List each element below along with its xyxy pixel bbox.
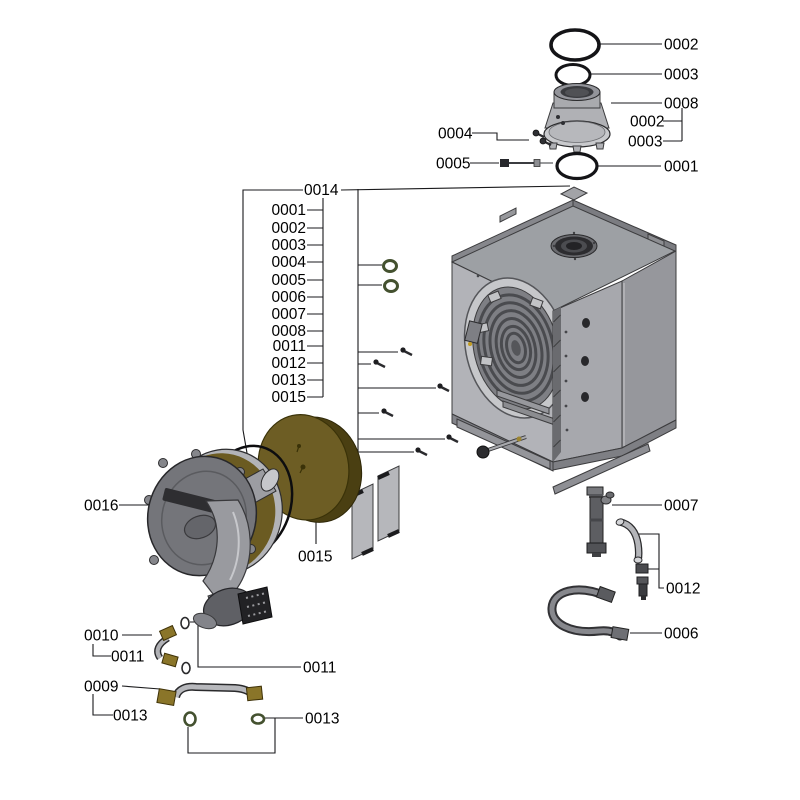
label-0011-right: 0011 xyxy=(303,660,336,677)
oring-0013 xyxy=(250,713,266,725)
label-0006: 0006 xyxy=(664,626,698,643)
parts-list-item: 0013 xyxy=(272,372,306,389)
burner-rail xyxy=(496,389,550,415)
screw xyxy=(446,434,459,444)
elbow-pipe-0010 xyxy=(154,624,179,668)
leader-0009 xyxy=(121,685,161,690)
leader-0011-right xyxy=(190,621,301,668)
fan-assembly xyxy=(144,448,283,630)
small-fastener-parts xyxy=(373,259,459,457)
leader-0004 xyxy=(472,132,529,141)
leader-0008-included xyxy=(663,108,683,142)
label-0002-included: 0002 xyxy=(630,114,664,131)
oring-0011 xyxy=(180,616,190,630)
brass-nut xyxy=(158,624,178,642)
label-0011-left: 0011 xyxy=(111,649,144,666)
oring-small-green xyxy=(383,279,399,293)
screw xyxy=(381,408,394,418)
casing-outer-right-panel xyxy=(621,250,677,449)
label-0004: 0004 xyxy=(438,126,473,143)
label-0010: 0010 xyxy=(84,628,119,645)
coil-clamp xyxy=(487,290,502,304)
casing-apex-tab xyxy=(559,186,589,201)
parts-list-item: 0011 xyxy=(273,338,306,355)
coil-clamp xyxy=(479,355,494,367)
parts-list-item: 0005 xyxy=(272,272,306,289)
parts-list-item: 0015 xyxy=(272,389,306,406)
label-0001: 0001 xyxy=(664,159,698,176)
flue-opening xyxy=(550,231,598,261)
fitting-nut xyxy=(635,563,649,574)
siphon xyxy=(586,486,615,557)
label-0016: 0016 xyxy=(84,498,118,515)
parts-list-item: 0007 xyxy=(272,306,306,323)
parts-list-item: 0002 xyxy=(272,220,306,237)
drain-hose xyxy=(547,585,630,641)
screw xyxy=(437,383,450,393)
label-0009: 0009 xyxy=(84,679,118,696)
leader-0014-right xyxy=(340,185,571,191)
leader-0014-left xyxy=(242,189,303,454)
parts-list-ticks xyxy=(307,209,323,398)
oring-0003 xyxy=(554,63,592,87)
igniter-bracket xyxy=(464,320,483,346)
fan-logo-badge xyxy=(162,488,218,513)
connection-pipe-0009 xyxy=(156,682,264,707)
label-0003-top: 0003 xyxy=(664,67,698,84)
leader-0013-right xyxy=(187,717,303,754)
flue-adapter-stack xyxy=(500,28,611,181)
electrode-0005 xyxy=(500,159,553,167)
coil-clamp xyxy=(529,296,544,310)
heat-exchanger-coil xyxy=(463,277,569,419)
elbow-tube xyxy=(619,519,642,561)
oring-0013 xyxy=(183,711,197,727)
parts-list-item: 0012 xyxy=(272,355,306,372)
panel-hole xyxy=(582,318,590,328)
threaded-fitting xyxy=(638,583,648,597)
oring-0002 xyxy=(549,28,601,62)
mid-leader-branches xyxy=(358,264,445,453)
boiler-casing xyxy=(450,186,677,495)
screws-0004 xyxy=(532,129,552,146)
label-0012: 0012 xyxy=(666,581,700,598)
screw xyxy=(373,359,386,369)
label-0003-included: 0003 xyxy=(628,134,662,151)
flue-collar-0008 xyxy=(543,82,611,153)
oring-0011 xyxy=(181,661,191,675)
motor-connector xyxy=(237,586,273,625)
label-0015: 0015 xyxy=(298,549,332,566)
label-0007: 0007 xyxy=(664,498,698,515)
panel-hole xyxy=(581,392,589,402)
leader-0011-left xyxy=(92,644,111,657)
parts-list-item: 0003 xyxy=(272,237,306,254)
oring-0001 xyxy=(555,151,599,181)
parts-list-item: 0001 xyxy=(272,202,306,219)
leader-0013-left xyxy=(92,694,113,716)
casing-inner-right-panel xyxy=(552,280,623,463)
part-labels: 0002 0003 0008 0002 0003 0004 0005 0001 … xyxy=(84,37,700,728)
brass-nut xyxy=(245,685,264,702)
label-0005: 0005 xyxy=(436,156,470,173)
screw xyxy=(400,347,413,357)
label-0013-right: 0013 xyxy=(305,711,339,728)
brass-nut xyxy=(161,652,179,668)
label-0013-left: 0013 xyxy=(113,708,147,725)
parts-list-item: 0008 xyxy=(272,323,306,340)
oring-small-green xyxy=(382,259,398,273)
brass-nut xyxy=(156,688,177,707)
label-0002-top: 0002 xyxy=(664,37,698,54)
connection-fittings xyxy=(615,518,649,600)
screw xyxy=(415,447,428,457)
label-0014: 0014 xyxy=(304,182,339,199)
base-rail xyxy=(552,419,677,471)
thumb-screw xyxy=(476,435,527,459)
panel-hole xyxy=(581,356,589,366)
parts-list-item: 0006 xyxy=(272,289,306,306)
label-0008: 0008 xyxy=(664,96,698,113)
parts-list-item: 0004 xyxy=(272,254,307,271)
base-rail-detached xyxy=(552,443,651,495)
